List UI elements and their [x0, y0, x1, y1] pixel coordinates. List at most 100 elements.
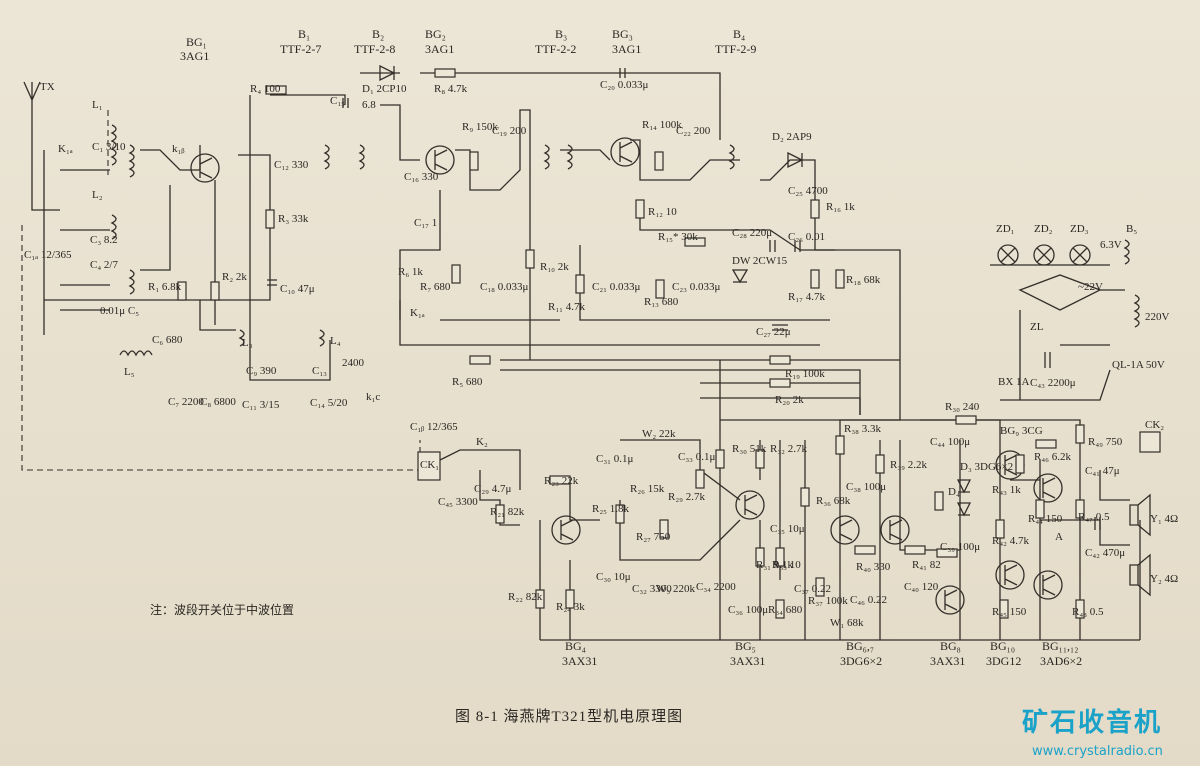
resistor-symbol	[615, 504, 625, 524]
component-label: L₃	[242, 337, 253, 349]
component-label: R₁₂ 10	[648, 206, 677, 218]
resistor-symbol	[655, 279, 665, 299]
resistor-symbol	[1075, 499, 1085, 519]
resistor-symbol	[495, 504, 505, 524]
component-shapes	[110, 64, 1161, 619]
component-label: K₁ₐ	[58, 143, 73, 155]
jack-ck1-symbol	[417, 451, 441, 481]
label-bg4-name: BG₄	[565, 639, 586, 653]
resistor-symbol	[904, 545, 926, 555]
component-label: C₂₀ 0.033μ	[600, 79, 649, 91]
label-b4-name: B₄	[733, 27, 745, 41]
component-label: C₃₆ 100μ	[728, 604, 768, 616]
label-b1-name: B₁	[298, 27, 310, 41]
component-label: R₂₀ 2k	[775, 394, 804, 406]
label-bg4-type: 3AX31	[562, 654, 597, 668]
coil-symbol	[128, 144, 135, 178]
component-label: C₄₅ 3300	[438, 496, 478, 508]
component-label: R₄ 100	[250, 83, 281, 95]
component-label: k₁ᵦ	[172, 143, 184, 155]
component-label: C₆ 680	[152, 334, 183, 346]
component-label: R₄₇ 0.5	[1078, 511, 1110, 523]
transistor-symbol	[735, 490, 765, 520]
component-label: ~22V	[1078, 281, 1103, 293]
label-bg10-name: BG₁₀	[990, 639, 1015, 653]
component-label: R₁₃ 680	[644, 296, 679, 308]
component-label: DW 2CW15	[732, 255, 788, 267]
coil-symbol	[119, 350, 153, 357]
component-label: C₃₇ 0.22	[794, 583, 831, 595]
component-label: QL-1A 50V	[1112, 359, 1165, 371]
resistor-symbol	[265, 209, 275, 229]
component-label: W₁ 68k	[830, 617, 864, 629]
coil-symbol	[358, 144, 365, 170]
component-label: R₃₆ 68k	[816, 495, 851, 507]
label-b3-name: B₃	[555, 27, 567, 41]
component-label: D₃ 3DG6×2	[960, 461, 1013, 473]
capacitor-symbol	[769, 240, 776, 252]
component-label: R₂₄ 3k	[556, 601, 585, 613]
resistor-symbol	[1035, 499, 1045, 519]
wires	[21, 72, 1150, 641]
resistor-symbol	[875, 454, 885, 474]
resistor-symbol	[434, 68, 456, 78]
component-label: R₃₀ 51k	[732, 443, 767, 455]
stage-labels: BG₁ 3AG1 B₁ TTF-2-7 B₂ TTF-2-8 BG₂ 3AG1 …	[180, 27, 756, 63]
component-label: R₁₆ 1k	[826, 201, 855, 213]
component-label: B₅	[1126, 223, 1137, 235]
resistor-symbol	[854, 545, 876, 555]
component-label: A	[1055, 531, 1063, 543]
component-label: C₁ₐ 12/365	[24, 249, 72, 261]
component-label: L₄	[330, 335, 341, 347]
watermark-logo: 矿石收音机	[1022, 708, 1163, 738]
component-label: C₁₂ 330	[274, 159, 309, 171]
label-bg1-type: 3AG1	[180, 49, 209, 63]
component-label: BX 1A	[998, 376, 1030, 388]
component-label: R₃₇ 100k	[808, 595, 848, 607]
component-label: R₂₅ 1.8k	[592, 503, 630, 515]
resistor-symbol	[1075, 599, 1085, 619]
resistor-symbol	[1035, 439, 1057, 449]
figure-caption: 图 8-1 海燕牌T321型机电原理图	[455, 709, 684, 725]
resistor-symbol	[1075, 424, 1085, 444]
coil-symbol	[318, 329, 325, 347]
component-label: C₄₃ 2200μ	[1030, 377, 1076, 389]
component-label: R₉ 150k	[462, 121, 498, 133]
component-label: C₃₃ 0.1μ	[678, 451, 716, 463]
capacitor-symbol	[1094, 517, 1101, 530]
component-label: R₂ 2k	[222, 271, 247, 283]
component-label: C₂₆ 0.01	[788, 231, 825, 243]
component-label: W₂ 22k	[642, 428, 676, 440]
component-label: R₃₁ 9.1k	[756, 559, 794, 571]
resistor-symbol	[810, 269, 820, 289]
component-label: R₁₄ 100k	[642, 119, 682, 131]
component-label: R₄₆ 6.2k	[1034, 451, 1072, 463]
resistor-symbol	[835, 435, 845, 455]
component-label: R₄₈ 0.5	[1072, 606, 1104, 618]
diode-symbol	[787, 151, 804, 169]
component-label: C₃₁ 0.1μ	[596, 453, 634, 465]
component-label: C₄₁ 47μ	[1085, 465, 1120, 477]
label-b1-type: TTF-2-7	[280, 42, 321, 56]
resistor-symbol	[934, 491, 944, 511]
component-label: R₄₉ 750	[1088, 436, 1123, 448]
component-label: R₁₅* 30k	[658, 231, 698, 243]
transistor-symbol	[1033, 473, 1063, 503]
component-label: Y₁ 4Ω	[1150, 513, 1178, 525]
watermark-url: www.crystalradio.cn	[1032, 744, 1163, 759]
resistor-symbol	[635, 199, 645, 219]
capacitor-symbol	[772, 324, 788, 331]
component-label: R₁₈ 68k	[846, 274, 881, 286]
speaker-y2-symbol	[1129, 553, 1151, 597]
resistor-symbol	[565, 589, 575, 609]
component-label: C₁ᵦ 12/365	[410, 421, 458, 433]
transistor-symbol	[610, 137, 640, 167]
component-label: R₃₄ 680	[768, 604, 803, 616]
transistor-symbol	[880, 515, 910, 545]
component-label: K₂	[476, 436, 488, 448]
component-label: C₁₉ 200	[492, 125, 527, 137]
label-bg10-type: 3DG12	[986, 654, 1021, 668]
resistor-symbol	[955, 415, 977, 425]
